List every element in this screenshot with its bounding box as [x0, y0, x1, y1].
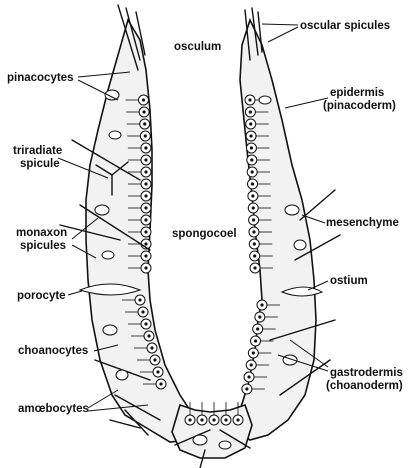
choanocyte-nucleus: [253, 242, 256, 245]
epidermis-label: epidermis: [330, 87, 384, 99]
choanocyte-nucleus: [144, 242, 147, 245]
choanocyte-nucleus: [253, 254, 256, 257]
choanocyte-nucleus: [144, 322, 147, 325]
choanocyte-nucleus: [144, 254, 147, 257]
choanocyte-nucleus: [144, 218, 147, 221]
choanocyte-nucleus: [252, 206, 255, 209]
choanocyte-nucleus: [248, 98, 251, 101]
choanocyte-nucleus: [142, 98, 145, 101]
bottom-body-wall: [172, 405, 252, 458]
choanocyte-nucleus: [144, 266, 147, 269]
choanocyte-nucleus: [258, 315, 261, 318]
choanocyte-nucleus: [188, 418, 191, 421]
triradiate-label: triradiate: [13, 145, 62, 157]
choanocyte-nucleus: [153, 358, 156, 361]
choanocyte-nucleus: [224, 418, 227, 421]
monaxon-label: monaxon: [16, 227, 67, 239]
spongocoel-label: spongocoel: [172, 228, 237, 240]
pinacocytes-label: pinacocytes: [7, 72, 73, 84]
choanocyte-nucleus: [250, 363, 253, 366]
choanocyte-nucleus: [252, 351, 255, 354]
choanocyte-nucleus: [141, 310, 144, 313]
choanocyte-nucleus: [249, 110, 252, 113]
choanocyte-nucleus: [212, 418, 215, 421]
choanocyte-nucleus: [252, 218, 255, 221]
choanocyte-nucleus: [253, 266, 256, 269]
mesenchyme-label: mesenchyme: [326, 217, 399, 229]
choanocyte-nucleus: [200, 418, 203, 421]
choanocyte-nucleus: [251, 194, 254, 197]
monaxon-spicules-label: spicules: [20, 240, 66, 252]
choanocyte-nucleus: [144, 146, 147, 149]
choanocyte-nucleus: [143, 110, 146, 113]
choanocyte-nucleus: [251, 170, 254, 173]
choanocyte-nucleus: [251, 182, 254, 185]
choanocyte-nucleus: [156, 370, 159, 373]
porocyte-label: porocyte: [17, 290, 66, 302]
choanocyte-nucleus: [254, 339, 257, 342]
choanocyte-nucleus: [144, 158, 147, 161]
choanocyte-nucleus: [144, 206, 147, 209]
choanocyte-nucleus: [144, 170, 147, 173]
choanocyte-nucleus: [249, 134, 252, 137]
choanoderm-label: (choanoderm): [326, 380, 403, 392]
choanocyte-nucleus: [252, 230, 255, 233]
choanocyte-nucleus: [247, 375, 250, 378]
choanocyte-nucleus: [236, 418, 239, 421]
choanocyte-nucleus: [250, 146, 253, 149]
choanocyte-nucleus: [147, 334, 150, 337]
amoebocytes-label: amœbocytes: [18, 403, 89, 415]
choanocyte-nucleus: [144, 182, 147, 185]
choanocyte-nucleus: [144, 194, 147, 197]
choanocyte-nucleus: [245, 387, 248, 390]
choanocyte-nucleus: [144, 134, 147, 137]
choanocyte-nucleus: [249, 122, 252, 125]
pinacoderm-label: (pinacoderm): [323, 100, 396, 112]
choanocyte-nucleus: [159, 382, 162, 385]
choanocyte-nucleus: [144, 230, 147, 233]
choanocyte-nucleus: [260, 303, 263, 306]
oscular-spicules-label: oscular spicules: [300, 20, 390, 32]
choanocyte-nucleus: [143, 122, 146, 125]
choanocyte-nucleus: [250, 158, 253, 161]
choanocytes-label: choanocytes: [18, 345, 88, 357]
osculum-label: osculum: [174, 41, 221, 53]
ostium-label: ostium: [330, 275, 368, 287]
choanocyte-nucleus: [256, 327, 259, 330]
gastrodermis-label: gastrodermis: [330, 367, 403, 379]
spicule-label: spicule: [20, 158, 60, 170]
choanocyte-nucleus: [150, 346, 153, 349]
choanocyte-nucleus: [138, 298, 141, 301]
